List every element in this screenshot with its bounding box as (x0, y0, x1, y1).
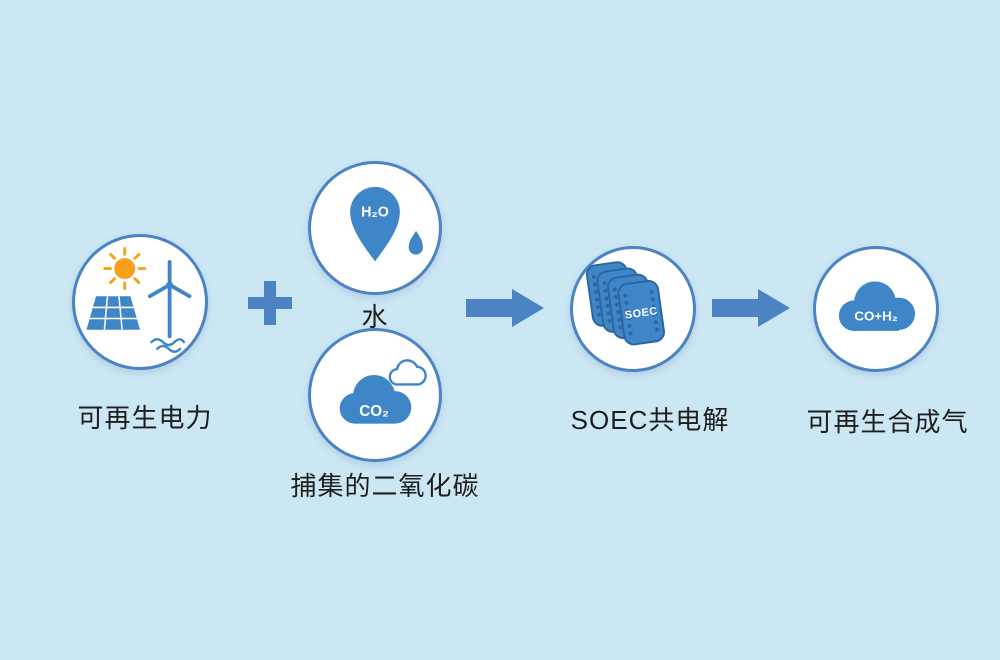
co2-icon-text: CO₂ (359, 403, 389, 420)
co2-cloud-icon: CO₂ (339, 359, 427, 424)
water-pin-shape (350, 186, 400, 262)
label-captured-co2: 捕集的二氧化碳 (290, 471, 480, 501)
solar-panel-icon (86, 296, 140, 330)
arrow-right-icon (712, 289, 790, 327)
syngas-icon-text: CO+H₂ (854, 308, 897, 323)
soec-stack-icon: SOEC (585, 261, 665, 346)
renewable-energy-icon (86, 247, 192, 353)
node-water: H₂O (308, 161, 442, 295)
soec-icon-text: SOEC (624, 305, 658, 321)
soec-plate-stack: SOEC (585, 261, 665, 346)
node-syngas: CO+H₂ (813, 246, 939, 372)
node-co2: CO₂ (308, 328, 442, 462)
water-waves-icon (150, 338, 186, 353)
node-renewable-electricity (72, 234, 208, 370)
syngas-cloud-shape (838, 281, 916, 331)
water-drop-icon: H₂O (350, 186, 423, 262)
co2-cloud-shape (339, 374, 412, 424)
small-cloud-outline-icon (388, 359, 427, 386)
plus-icon (248, 281, 292, 325)
syngas-cloud-icon: CO+H₂ (838, 281, 916, 331)
label-soec-coelectrolysis: SOEC共电解 (570, 405, 730, 435)
label-renewable-syngas: 可再生合成气 (806, 407, 969, 437)
small-drop-icon (408, 230, 423, 255)
water-icon-text: H₂O (361, 205, 389, 221)
wind-turbine-icon (147, 259, 192, 339)
label-water: 水 (361, 302, 389, 332)
sun-icon (103, 247, 147, 291)
soec-plate-front: SOEC (617, 279, 665, 346)
label-renewable-electricity: 可再生电力 (77, 403, 213, 433)
arrow-right-icon (466, 289, 544, 327)
node-soec: SOEC (570, 246, 696, 372)
